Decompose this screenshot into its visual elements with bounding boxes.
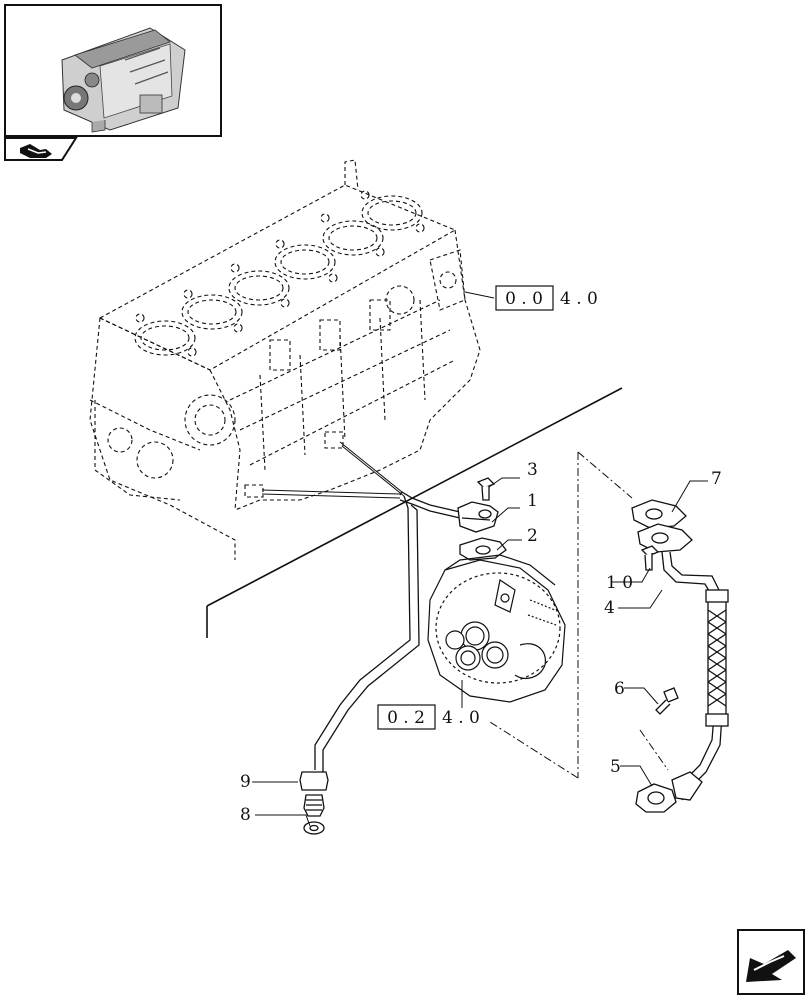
callout-9: 9 xyxy=(240,772,251,792)
callout-4: 4 xyxy=(604,598,615,618)
gasket-2 xyxy=(459,537,507,561)
ref-turbocharger-rest: 4 . 0 xyxy=(442,708,480,728)
ref-engine-block-rest: 4 . 0 xyxy=(560,289,598,309)
gasket-7 xyxy=(631,499,693,553)
section-tab[interactable] xyxy=(4,137,78,161)
flange-fitting xyxy=(457,501,499,533)
ref-turbocharger[interactable]: 0 . 2 4 . 0 xyxy=(377,704,480,730)
ref-engine-block-box xyxy=(495,285,554,311)
ref-engine-block-boxed: 0 . 0 xyxy=(505,289,543,309)
callout-1: 1 xyxy=(527,491,538,511)
callout-6: 6 xyxy=(614,679,625,699)
engine-port-leaders xyxy=(261,441,405,499)
callout-3: 3 xyxy=(527,460,538,480)
callout-2: 2 xyxy=(527,526,538,546)
next-page-button[interactable] xyxy=(737,929,805,995)
callout-8: 8 xyxy=(240,805,251,825)
engine-thumbnail xyxy=(4,4,222,137)
callout-7: 7 xyxy=(711,469,722,489)
group-bracket xyxy=(489,451,669,779)
bolt-6 xyxy=(655,687,679,715)
engine-block xyxy=(89,159,481,560)
callout-10: 1 0 xyxy=(606,573,633,593)
bolt-3 xyxy=(476,477,496,501)
section-arrow-icon xyxy=(20,144,52,158)
washer-8 xyxy=(303,821,325,835)
oil-tube-left xyxy=(314,491,461,772)
section-cut-line xyxy=(206,387,623,638)
fitting-9 xyxy=(299,771,329,817)
next-page-arrow-icon xyxy=(746,950,796,982)
oil-return-hose xyxy=(661,551,729,801)
bolt-10 xyxy=(640,545,660,571)
callout-5: 5 xyxy=(610,757,621,777)
callout-leaders xyxy=(252,477,708,827)
gasket-5 xyxy=(635,783,677,813)
ref-engine-block[interactable]: 0 . 0 4 . 0 xyxy=(464,285,598,311)
turbocharger xyxy=(427,554,566,703)
engine-thumbnail-icon xyxy=(61,27,186,133)
ref-turbocharger-boxed: 0 . 2 xyxy=(387,708,425,728)
ref-turbocharger-box xyxy=(377,704,436,730)
